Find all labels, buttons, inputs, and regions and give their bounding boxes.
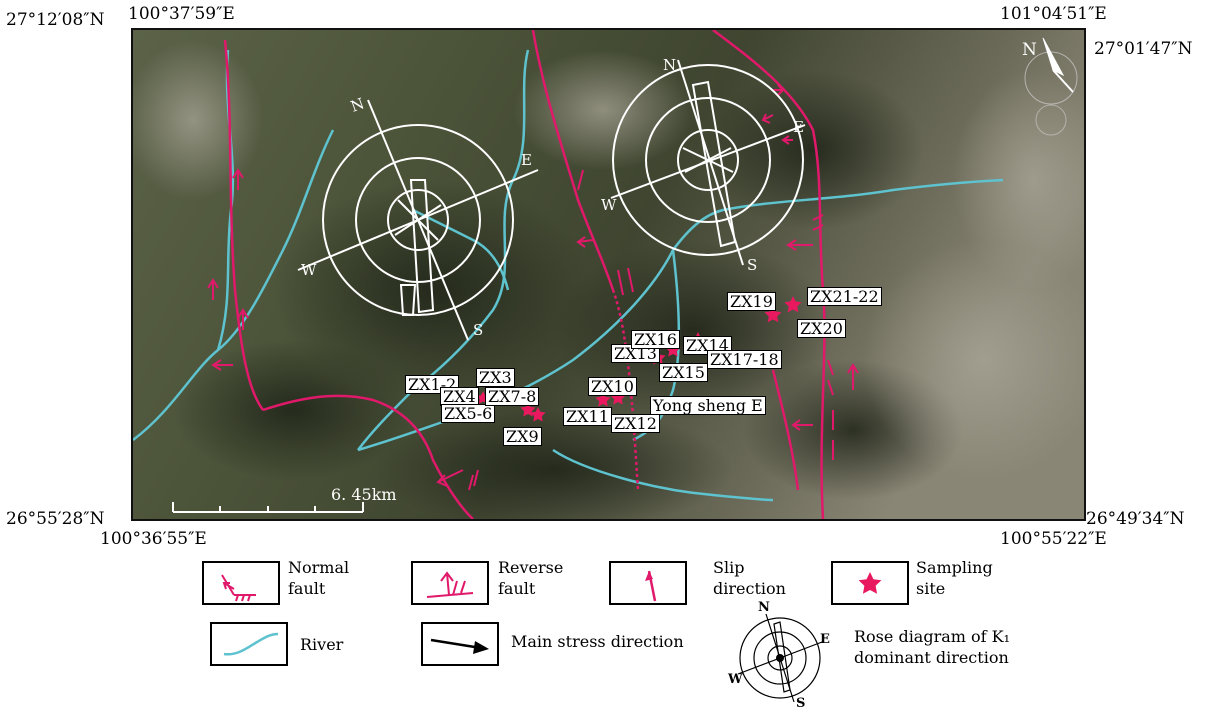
site-label: ZX3 bbox=[476, 368, 515, 387]
rose-diagram-west bbox=[297, 99, 539, 341]
rose-diagram-east bbox=[610, 59, 806, 266]
place-label: Yong sheng E bbox=[650, 396, 766, 415]
legend-main-stress-label: Main stress direction bbox=[511, 632, 684, 651]
top-right-latitude: 27°01′47″N bbox=[1094, 39, 1193, 59]
fault-southwest bbox=[262, 394, 474, 519]
bottom-right-longitude: 100°55′22″E bbox=[1000, 529, 1107, 549]
bottom-left-longitude: 100°36′55″E bbox=[100, 529, 207, 549]
satellite-map[interactable]: N E S W N E S W bbox=[131, 28, 1086, 521]
legend-rose-south: S bbox=[796, 696, 806, 711]
site-label: ZX7-8 bbox=[485, 387, 540, 406]
river-south bbox=[552, 448, 774, 502]
legend-river-label: River bbox=[300, 635, 344, 654]
legend-sampling-site-label: Sampling site bbox=[916, 558, 993, 598]
rose1-east-label: E bbox=[521, 151, 532, 169]
fault-west bbox=[223, 39, 265, 411]
rose1-north-label: N bbox=[348, 94, 366, 115]
site-label: ZX9 bbox=[503, 427, 542, 446]
site-label: ZX20 bbox=[797, 319, 846, 338]
legend-river-symbol bbox=[210, 622, 288, 666]
legend-reverse-fault-symbol bbox=[411, 561, 489, 605]
legend-normal-fault-symbol bbox=[202, 561, 280, 605]
bottom-left-latitude: 26°55′28″N bbox=[6, 509, 105, 529]
rose2-west-label: W bbox=[601, 196, 617, 214]
river-east bbox=[722, 178, 1004, 212]
site-label: ZX5-6 bbox=[441, 404, 496, 423]
terrain-shading bbox=[133, 40, 1084, 519]
fault-east-splay bbox=[771, 369, 800, 491]
scale-bar-line bbox=[172, 502, 364, 513]
rose1-west-label: W bbox=[301, 261, 317, 279]
rose2-east-label: E bbox=[793, 118, 804, 136]
legend-normal-fault-label: Normal fault bbox=[288, 558, 350, 598]
legend-sampling-site-symbol bbox=[831, 561, 909, 605]
fault-central-north bbox=[531, 30, 615, 291]
faults bbox=[223, 30, 826, 519]
site-label: ZX19 bbox=[727, 292, 776, 311]
north-arrow-label: N bbox=[1022, 40, 1037, 60]
river-southwest bbox=[133, 129, 335, 441]
legend-reverse-fault-label: Reverse fault bbox=[498, 558, 564, 598]
site-label: ZX17-18 bbox=[707, 350, 782, 369]
top-left-latitude: 27°12′08″N bbox=[6, 10, 105, 30]
north-arrow: N bbox=[1022, 37, 1078, 136]
site-label: ZX21-22 bbox=[807, 287, 882, 306]
legend-slip-direction-symbol bbox=[609, 561, 687, 605]
legend-rose-diagram-symbol: N E S W bbox=[728, 600, 832, 711]
top-left-longitude: 100°37′59″E bbox=[128, 4, 235, 24]
legend-rose-east: E bbox=[820, 632, 830, 647]
river-central bbox=[357, 49, 530, 451]
river-main bbox=[357, 208, 724, 452]
rose2-south-label: S bbox=[747, 256, 757, 274]
legend-slip-direction-label: Slip direction bbox=[713, 558, 786, 598]
site-label: ZX16 bbox=[631, 330, 680, 349]
fault-east bbox=[712, 30, 826, 519]
map-canvas: N E S W N E S W bbox=[133, 30, 1084, 519]
site-label: ZX10 bbox=[588, 377, 637, 396]
scale-bar-label: 6. 45km bbox=[331, 485, 397, 504]
rose1-south-label: S bbox=[473, 321, 483, 339]
rose2-north-label: N bbox=[663, 56, 676, 74]
top-right-longitude: 101°04′51″E bbox=[1000, 4, 1107, 24]
fault-central-dashed bbox=[611, 289, 640, 491]
site-label: ZX12 bbox=[611, 414, 660, 433]
legend-rose-diagram-label: Rose diagram of K₁ dominant direction bbox=[854, 627, 1011, 667]
legend-rose-north: N bbox=[758, 600, 770, 615]
legend-rose-west: W bbox=[728, 672, 743, 687]
bottom-right-latitude: 26°49′34″N bbox=[1086, 509, 1185, 529]
fault-symbols bbox=[207, 84, 859, 491]
river-tributary bbox=[412, 208, 510, 291]
site-label: ZX15 bbox=[659, 363, 708, 382]
legend-main-stress-symbol bbox=[421, 622, 499, 666]
site-label: ZX11 bbox=[563, 407, 612, 426]
